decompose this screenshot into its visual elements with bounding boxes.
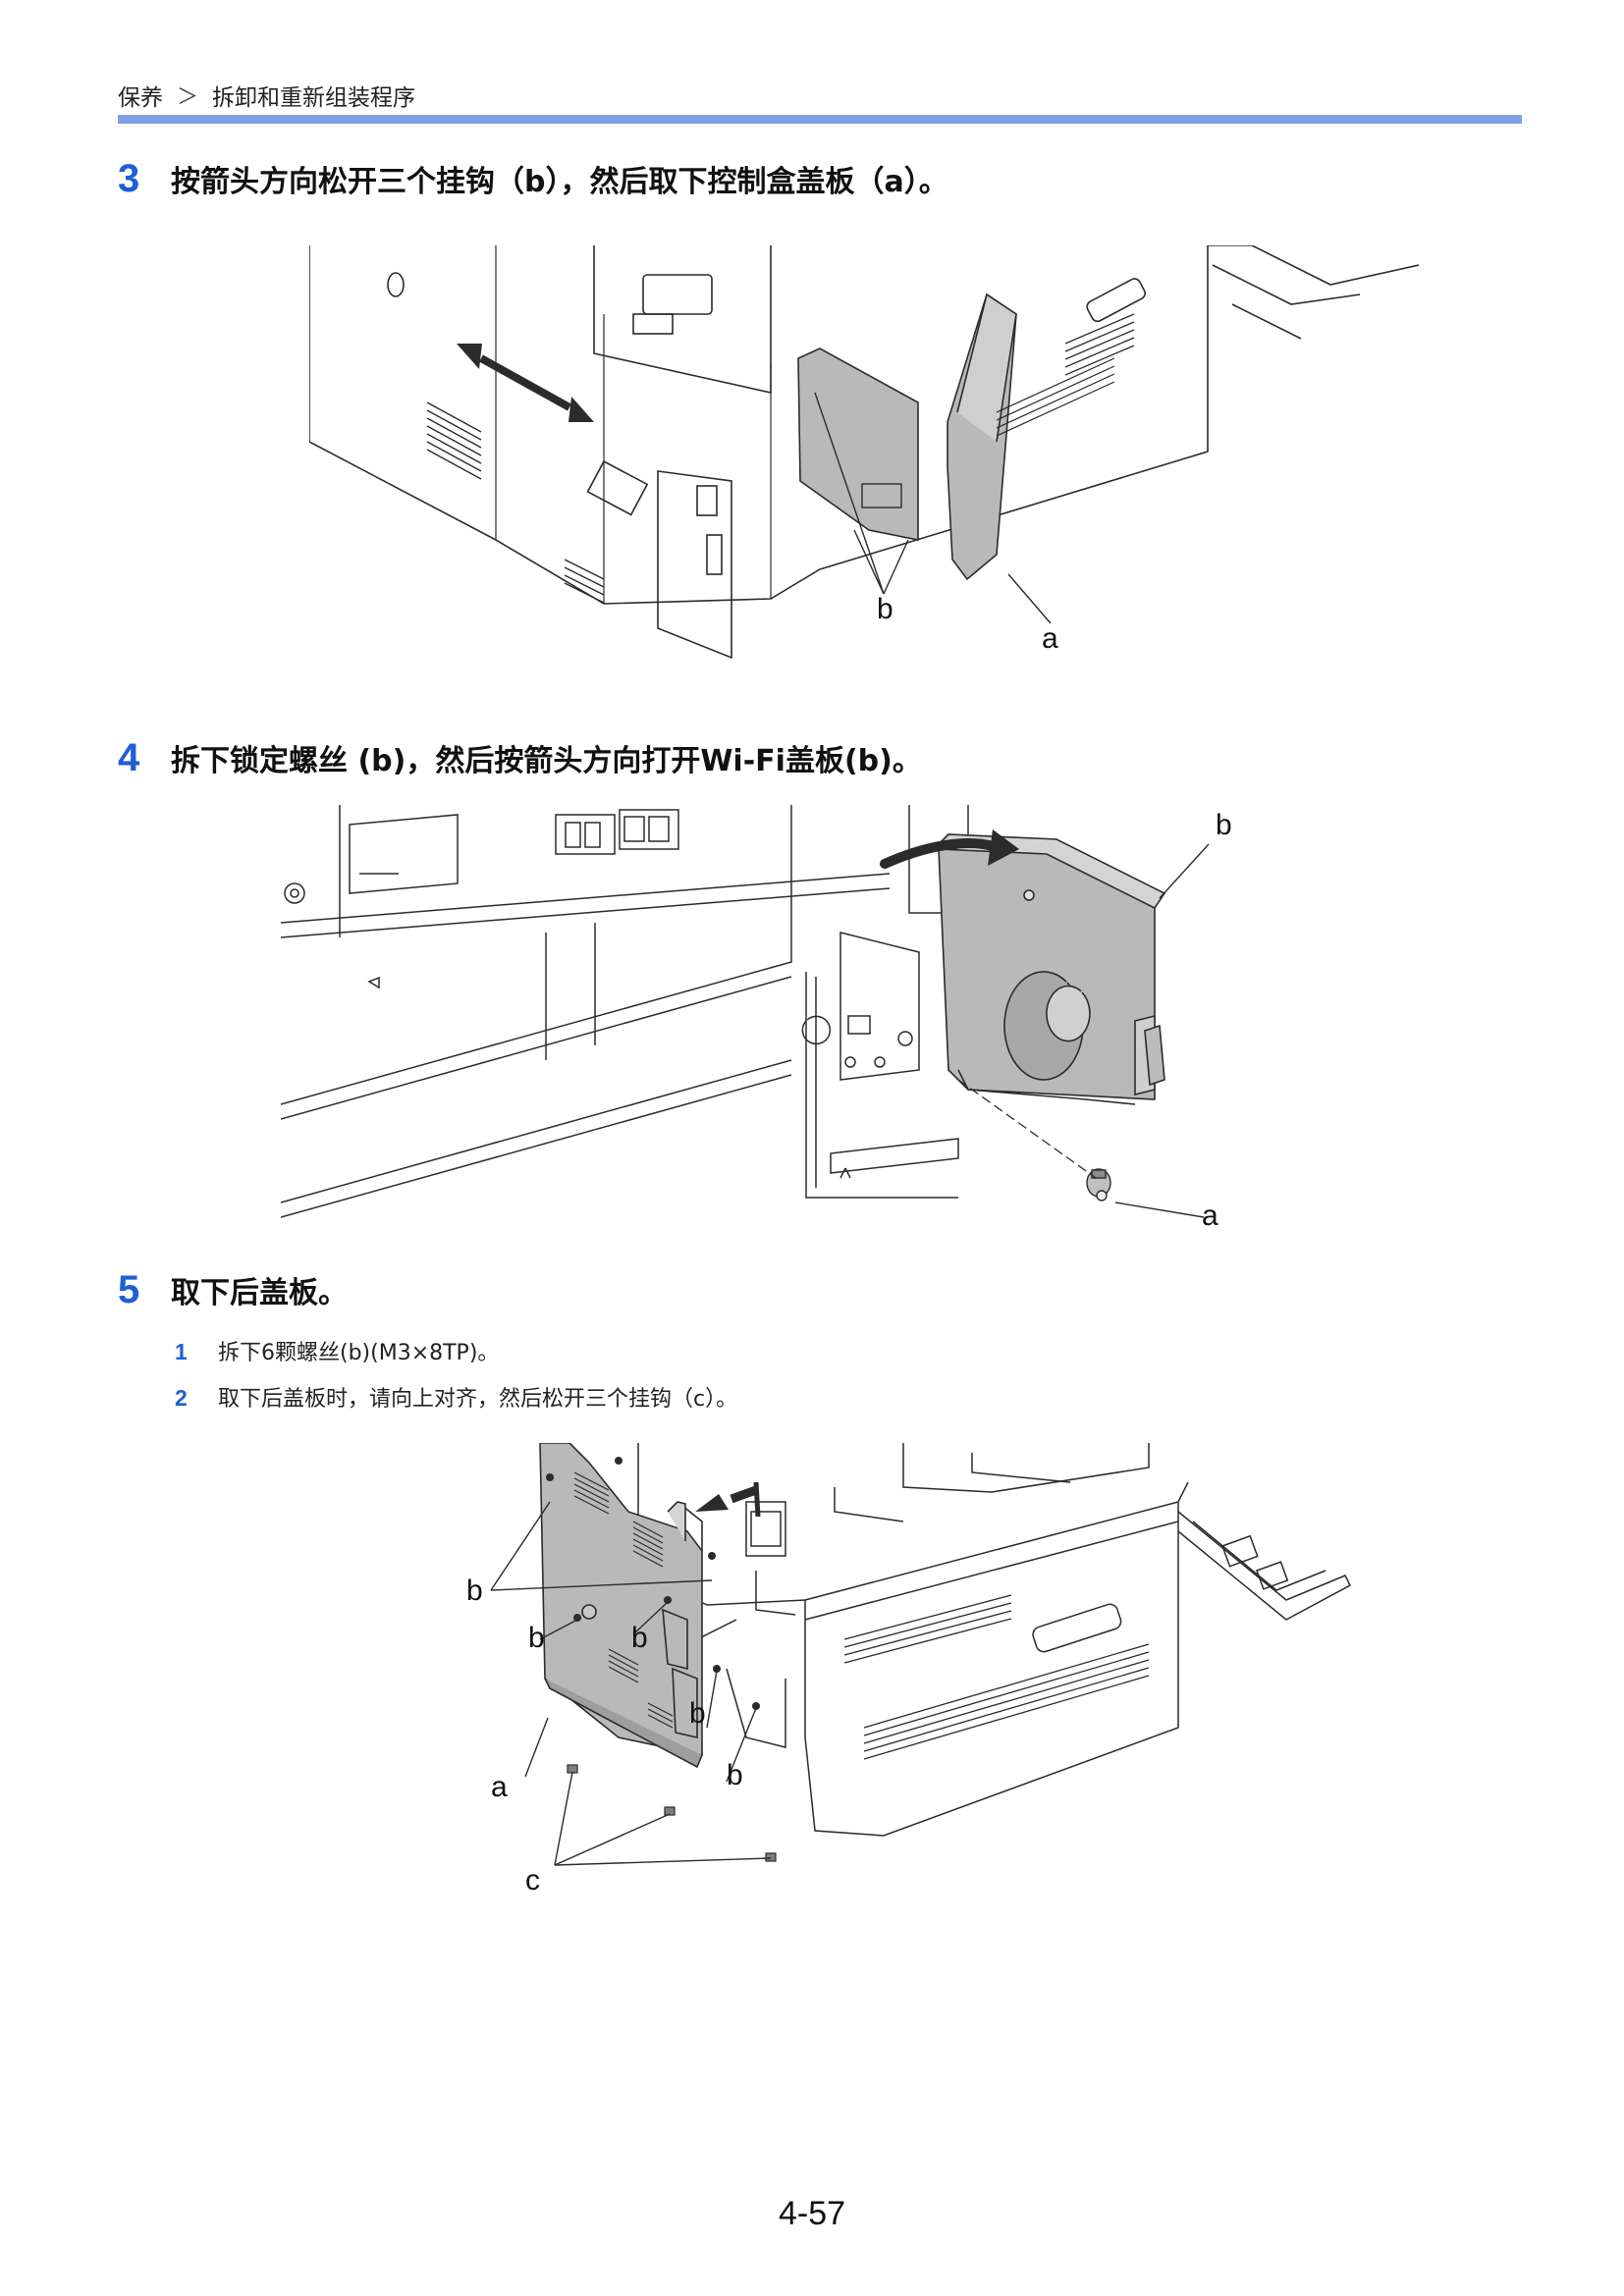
callout-c: c: [525, 1864, 540, 1896]
header-rule: [118, 115, 1522, 124]
figure-control-box-cover: b a: [309, 245, 1419, 697]
step-5: 5 取下后盖板。: [118, 1268, 348, 1312]
step-4: 4 拆下锁定螺丝 (b)，然后按箭头方向打开Wi-Fi盖板(b)。: [118, 736, 922, 780]
substep-1: 1 拆下6颗螺丝(b)(M3×8TP)。: [175, 1335, 499, 1366]
step-3: 3 按箭头方向松开三个挂钩（b），然后取下控制盒盖板（a）。: [118, 157, 948, 201]
step-instruction: 按箭头方向松开三个挂钩（b），然后取下控制盒盖板（a）。: [171, 165, 948, 199]
substep-2: 2 取下后盖板时，请向上对齐，然后松开三个挂钩（c）。: [175, 1381, 737, 1413]
substep-text: 拆下6颗螺丝(b)(M3×8TP)。: [218, 1341, 500, 1365]
figure-rear-cover: b b b b b a c: [461, 1443, 1365, 1924]
step-number: 5: [118, 1268, 140, 1311]
callout-a: a: [1202, 1200, 1218, 1227]
page-number: 4-57: [778, 2195, 846, 2232]
step-instruction: 取下后盖板。: [171, 1276, 348, 1310]
callout-b: b: [877, 593, 893, 625]
callout-b: b: [466, 1575, 483, 1607]
step-number: 4: [118, 736, 140, 779]
step-number: 3: [118, 157, 140, 200]
illustration-wifi-cover: b a: [281, 805, 1232, 1227]
breadcrumb: 保养 ＞ 拆卸和重新组装程序: [118, 79, 415, 112]
callout-b: b: [1216, 809, 1232, 841]
figure-wifi-cover: b a: [281, 805, 1263, 1227]
breadcrumb-separator: ＞: [177, 85, 199, 110]
substep-number: 1: [175, 1339, 188, 1364]
callout-b: b: [528, 1622, 545, 1654]
callout-a: a: [1042, 622, 1058, 655]
substep-number: 2: [175, 1385, 188, 1411]
illustration-control-box: b a: [309, 245, 1419, 660]
substep-text: 取下后盖板时，请向上对齐，然后松开三个挂钩（c）。: [218, 1387, 738, 1412]
callout-b: b: [631, 1622, 648, 1654]
callout-a: a: [491, 1771, 508, 1803]
illustration-rear-cover: b b b b b a c: [466, 1443, 1351, 1896]
breadcrumb-item-maintenance[interactable]: 保养: [118, 85, 163, 111]
callout-b: b: [689, 1697, 706, 1730]
breadcrumb-item-procedure[interactable]: 拆卸和重新组装程序: [212, 85, 416, 111]
callout-b: b: [727, 1759, 743, 1791]
step-instruction: 拆下锁定螺丝 (b)，然后按箭头方向打开Wi-Fi盖板(b)。: [171, 744, 922, 778]
